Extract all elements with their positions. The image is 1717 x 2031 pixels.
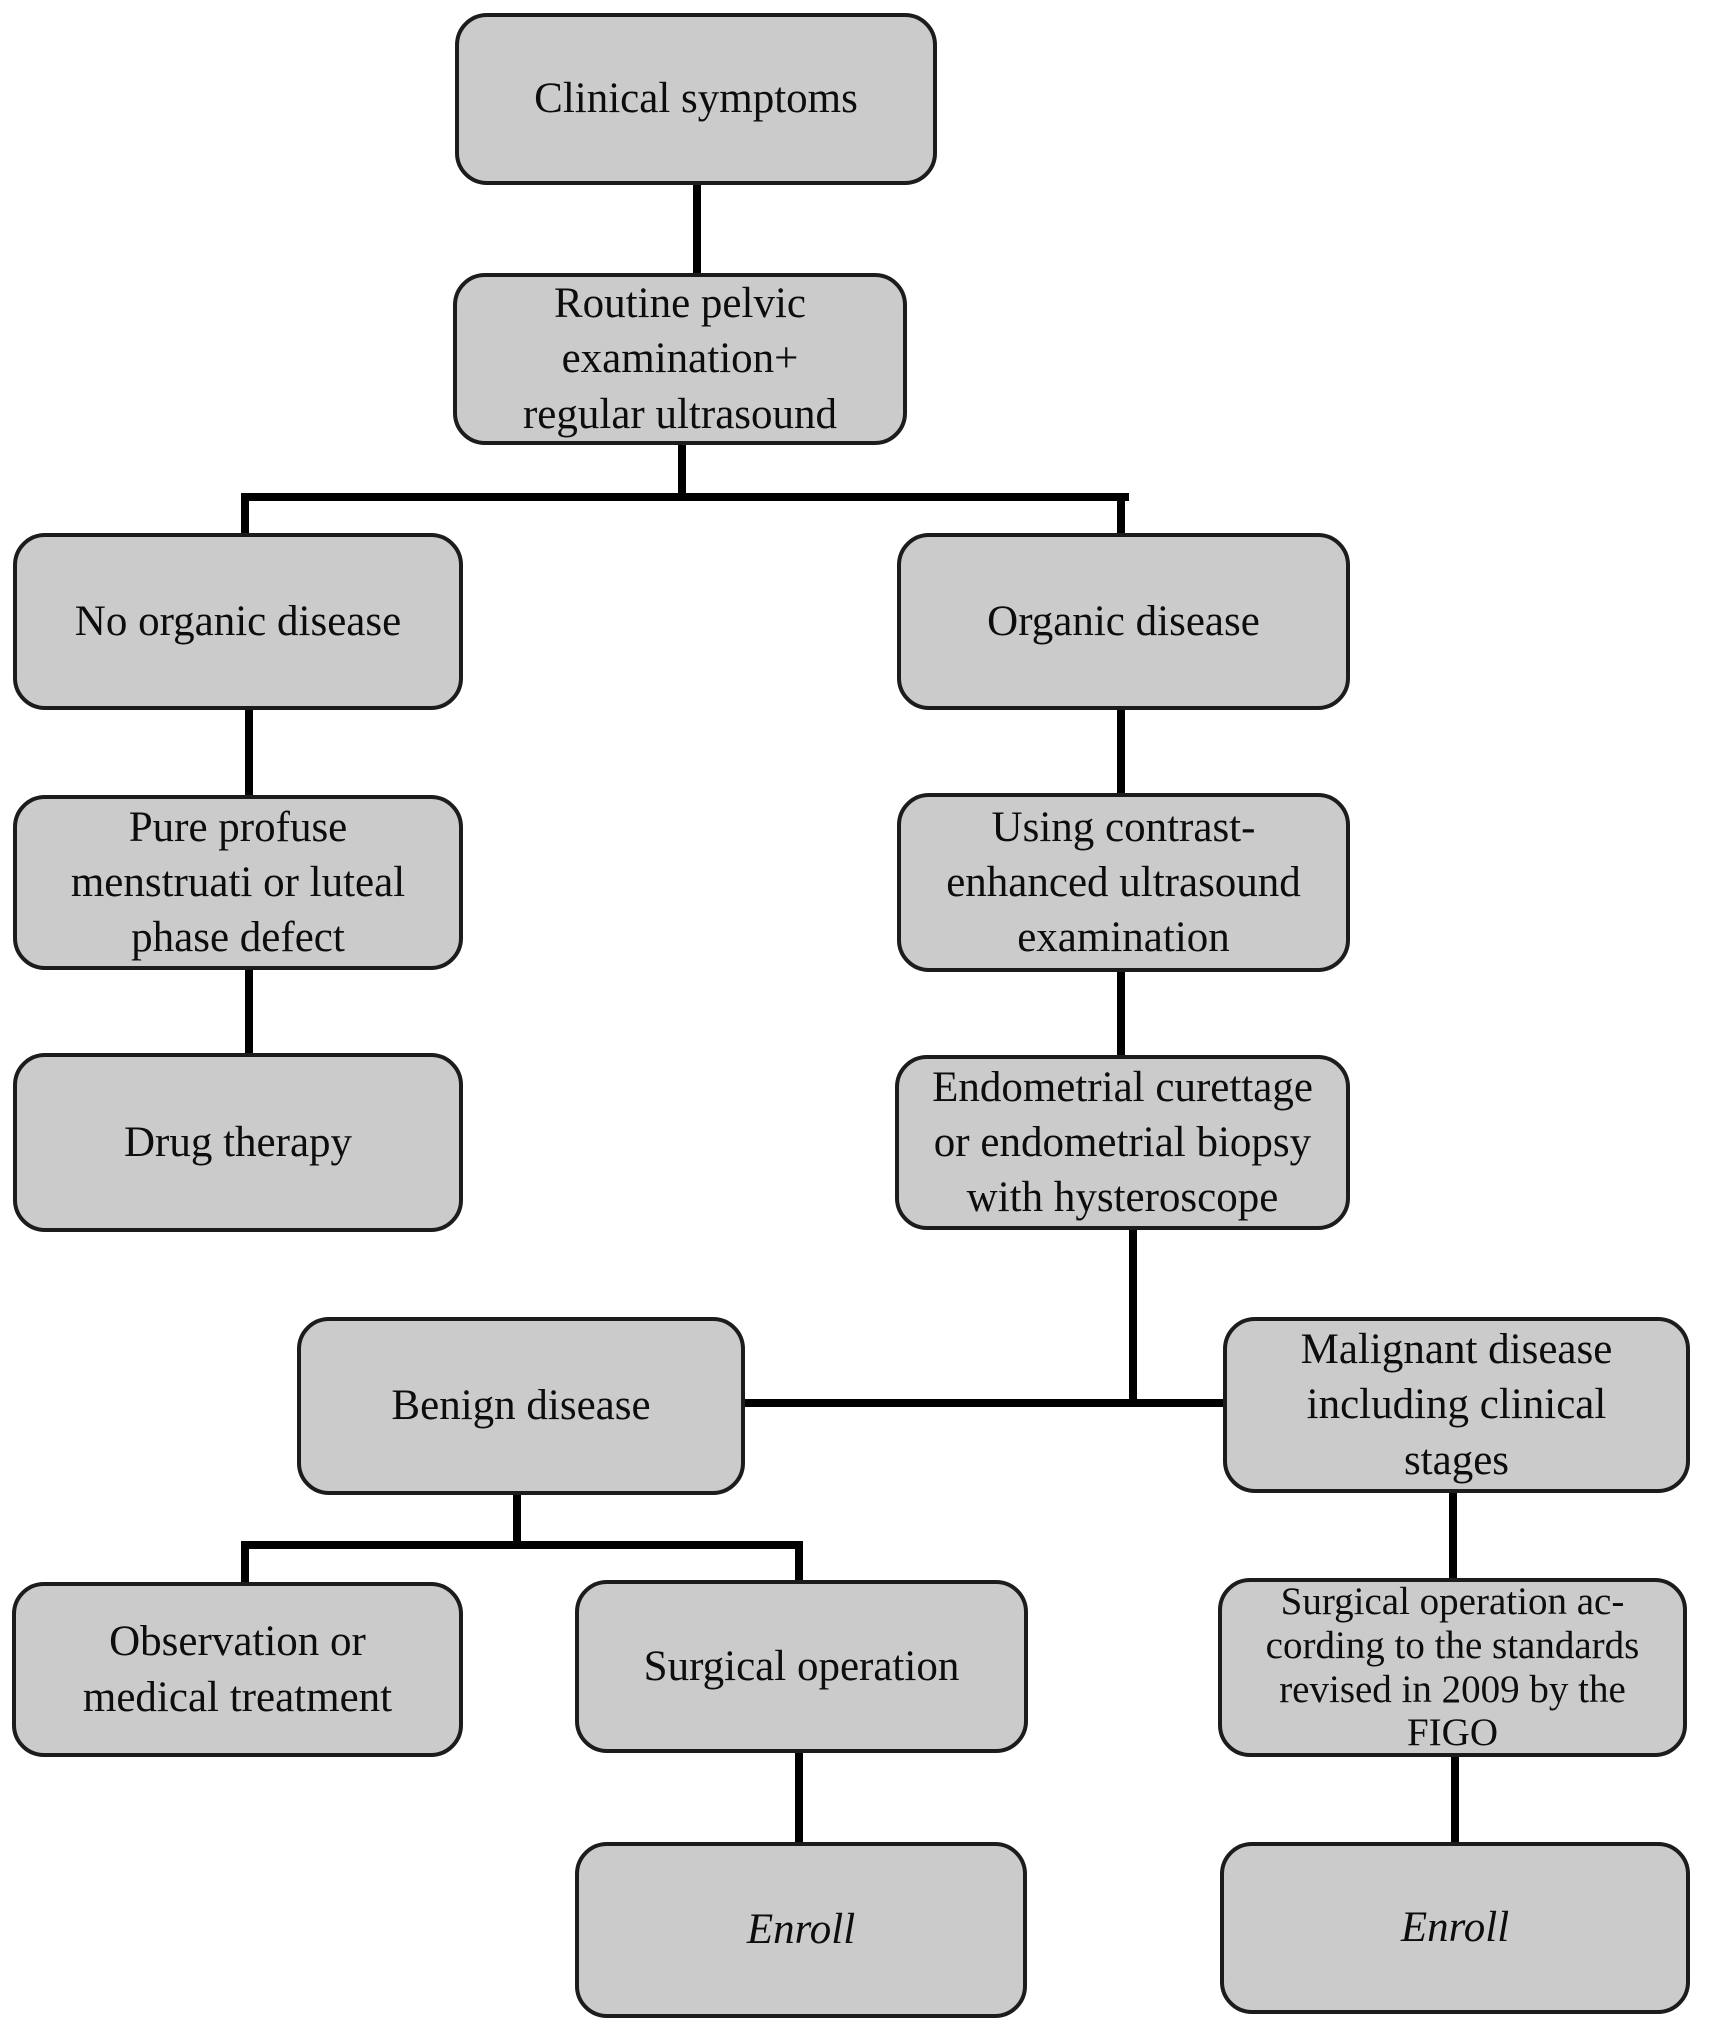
node-clinical-symptoms: Clinical symptoms	[455, 13, 937, 185]
connector	[1451, 1753, 1459, 1844]
connector	[795, 1749, 803, 1844]
node-routine-pelvic-exam: Routine pelvic examination+ regular ultr…	[453, 273, 907, 445]
node-surgical-operation-figo: Surgical operation ac- cording to the st…	[1218, 1578, 1687, 1757]
connector	[1117, 706, 1125, 797]
connector	[745, 1399, 1225, 1407]
node-drug-therapy: Drug therapy	[13, 1053, 463, 1232]
node-organic-disease: Organic disease	[897, 533, 1350, 710]
node-malignant-disease: Malignant disease including clinical sta…	[1223, 1317, 1690, 1493]
connector	[513, 1491, 521, 1545]
connector	[1129, 1226, 1137, 1407]
connector	[678, 443, 686, 497]
connector	[1449, 1489, 1457, 1580]
connector	[245, 966, 253, 1057]
node-pure-profuse-menstruati: Pure profuse menstruati or luteal phase …	[13, 795, 463, 970]
node-contrast-enhanced-ultrasound: Using contrast- enhanced ultrasound exam…	[897, 793, 1350, 972]
node-observation-medical-treatment: Observation or medical treatment	[12, 1582, 463, 1757]
connector	[693, 183, 701, 278]
node-enroll-malignant: Enroll	[1220, 1842, 1690, 2014]
node-label: Benign disease	[391, 1382, 651, 1430]
node-endometrial-curettage: Endometrial curettage or endometrial bio…	[895, 1055, 1350, 1230]
node-label: Enroll	[1400, 1904, 1510, 1952]
connector	[795, 1545, 803, 1582]
node-label: Organic disease	[987, 597, 1260, 645]
node-label: Routine pelvic examination+ regular ultr…	[522, 280, 838, 438]
connector	[241, 1545, 249, 1584]
node-label: Drug therapy	[123, 1118, 353, 1166]
node-surgical-operation: Surgical operation	[575, 1580, 1028, 1753]
node-label: Endometrial curettage or endometrial bio…	[932, 1063, 1313, 1222]
connector	[241, 1541, 803, 1549]
node-label: No organic disease	[74, 597, 402, 645]
node-no-organic-disease: No organic disease	[13, 533, 463, 710]
node-label: Observation or medical treatment	[82, 1618, 393, 1721]
node-label: Clinical symptoms	[534, 75, 858, 123]
node-label: Surgical operation	[643, 1642, 960, 1690]
node-benign-disease: Benign disease	[297, 1317, 745, 1495]
node-label: Using contrast- enhanced ultrasound exam…	[946, 803, 1301, 962]
node-label: Malignant disease including clinical sta…	[1300, 1326, 1613, 1484]
connector	[1117, 497, 1125, 537]
node-label: Pure profuse menstruati or luteal phase …	[70, 803, 406, 962]
connector	[245, 706, 253, 799]
connector	[241, 497, 249, 537]
node-label: Enroll	[746, 1906, 856, 1954]
node-enroll-benign: Enroll	[575, 1842, 1027, 2018]
connector	[1117, 968, 1125, 1061]
node-label: Surgical operation ac- cording to the st…	[1265, 1580, 1640, 1755]
connector	[241, 493, 1129, 501]
